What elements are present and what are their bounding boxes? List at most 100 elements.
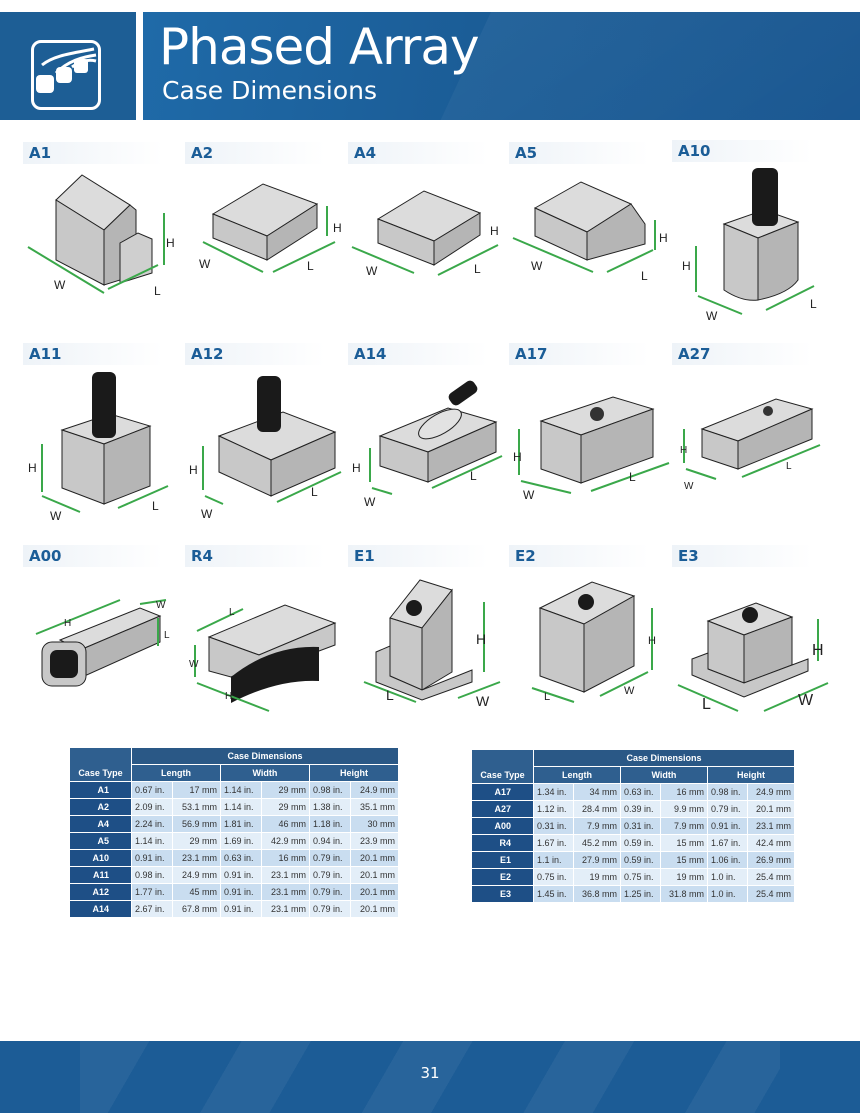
dimension-cell: 35.1 mm xyxy=(351,799,398,815)
dim-l-a27: L xyxy=(786,461,792,472)
case-label-a5: A5 xyxy=(509,142,649,164)
dimension-cell: 53.1 mm xyxy=(173,799,220,815)
dimension-cell: 0.31 in. xyxy=(534,818,574,834)
dimension-cell: 0.59 in. xyxy=(620,852,661,868)
dimension-cell: 45 mm xyxy=(173,884,220,900)
dimension-cell: 1.38 in. xyxy=(309,799,351,815)
dimension-cell: 23.1 mm xyxy=(173,850,220,866)
dimension-cell: 15 mm xyxy=(661,835,707,851)
dimension-cell: 0.79 in. xyxy=(707,801,748,817)
case-label-a4: A4 xyxy=(348,142,488,164)
case-e1-drawing: H L W xyxy=(363,579,501,709)
case-type-cell: E2 xyxy=(472,869,533,885)
case-a17-drawing: H W L xyxy=(513,396,670,502)
case-type-cell: E1 xyxy=(472,852,533,868)
case-type-cell: R4 xyxy=(472,835,533,851)
dimension-cell: 19 mm xyxy=(574,869,620,885)
dim-l-e1: L xyxy=(386,687,394,703)
dimension-cell: 1.67 in. xyxy=(534,835,574,851)
column-header-case-type: Case Type xyxy=(70,748,131,781)
dimension-cell: 2.09 in. xyxy=(132,799,173,815)
case-a5-drawing: W L H xyxy=(512,181,668,283)
case-a4-drawing: W L H xyxy=(351,190,499,278)
dimension-cell: 30 mm xyxy=(351,816,398,832)
dim-w-a00: W xyxy=(156,600,166,611)
dim-w-e1: W xyxy=(476,693,490,709)
dimension-cell: 2.24 in. xyxy=(132,816,173,832)
dimension-cell: 0.79 in. xyxy=(309,901,351,917)
dimension-cell: 15 mm xyxy=(661,852,707,868)
dimension-cell: 20.1 mm xyxy=(748,801,794,817)
dimension-cell: 56.9 mm xyxy=(173,816,220,832)
case-type-cell: E3 xyxy=(472,886,533,902)
dim-h-a2: H xyxy=(333,221,342,235)
dim-w-a2: W xyxy=(199,257,211,271)
dimension-cell: 1.81 in. xyxy=(220,816,262,832)
dimension-cell: 0.75 in. xyxy=(534,869,574,885)
case-e2-drawing: H L W xyxy=(531,581,656,703)
dimension-cell: 0.79 in. xyxy=(309,884,351,900)
dimension-cell: 0.98 in. xyxy=(309,782,351,798)
column-header-length: Length xyxy=(132,765,220,781)
column-header-length: Length xyxy=(534,767,620,783)
dimension-cell: 29 mm xyxy=(262,799,309,815)
dim-h-e3: H xyxy=(812,642,824,659)
dimension-cell: 1.14 in. xyxy=(220,799,262,815)
case-label-r4: R4 xyxy=(185,545,325,567)
dim-h-a10: H xyxy=(682,259,691,273)
case-type-cell: A1 xyxy=(70,782,131,798)
case-type-cell: A27 xyxy=(472,801,533,817)
dimension-cell: 1.14 in. xyxy=(132,833,173,849)
dimension-cell: 7.9 mm xyxy=(574,818,620,834)
dimension-cell: 19 mm xyxy=(661,869,707,885)
dimension-cell: 1.18 in. xyxy=(309,816,351,832)
dimension-cell: 9.9 mm xyxy=(661,801,707,817)
column-header-height: Height xyxy=(707,767,794,783)
dimension-cell: 23.1 mm xyxy=(748,818,794,834)
dimension-cell: 20.1 mm xyxy=(351,884,398,900)
dim-l-a00: L xyxy=(164,630,170,641)
dim-h-a1: H xyxy=(166,236,175,250)
dimension-cell: 1.77 in. xyxy=(132,884,173,900)
dim-l-a17: L xyxy=(629,470,636,484)
dim-w-r4: W xyxy=(189,659,199,670)
case-a14-drawing: H W L xyxy=(352,380,503,509)
case-type-cell: A2 xyxy=(70,799,131,815)
dimension-cell: 1.12 in. xyxy=(534,801,574,817)
case-type-cell: A10 xyxy=(70,850,131,866)
dimension-cell: 0.91 in. xyxy=(707,818,748,834)
dim-h-r4: H xyxy=(225,691,232,702)
dimension-cell: 26.9 mm xyxy=(748,852,794,868)
page-number: 31 xyxy=(420,1064,440,1082)
case-a10-drawing: H W L xyxy=(682,168,817,323)
dimension-cell: 23.9 mm xyxy=(351,833,398,849)
dimension-cell: 28.4 mm xyxy=(574,801,620,817)
case-label-a10: A10 xyxy=(672,140,812,162)
dim-h-a00: H xyxy=(64,618,71,629)
case-label-a14: A14 xyxy=(348,343,488,365)
dimension-cell: 27.9 mm xyxy=(574,852,620,868)
dimension-cell: 23.1 mm xyxy=(262,867,309,883)
case-label-a11: A11 xyxy=(23,343,163,365)
dimension-cell: 1.34 in. xyxy=(534,784,574,800)
dimension-cell: 1.06 in. xyxy=(707,852,748,868)
case-label-a12: A12 xyxy=(185,343,325,365)
header-banner xyxy=(143,12,860,120)
footer-banner xyxy=(0,1041,860,1113)
dimension-cell: 1.45 in. xyxy=(534,886,574,902)
dimension-cell: 0.94 in. xyxy=(309,833,351,849)
dimension-cell: 25.4 mm xyxy=(748,886,794,902)
dim-w-a14: W xyxy=(364,495,376,509)
